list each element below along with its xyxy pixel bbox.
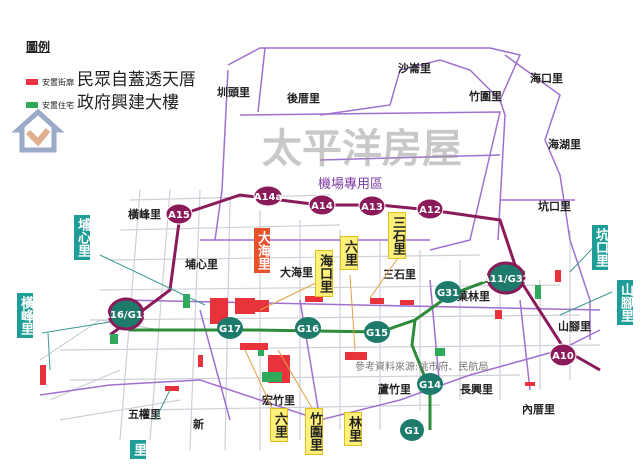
svg-text:海湖里: 海湖里 (548, 137, 581, 151)
svg-text:菓林里: 菓林里 (456, 289, 490, 303)
svg-text:宏竹里: 宏竹里 (262, 393, 295, 407)
station-g13-partial[interactable]: G1 (400, 419, 424, 441)
svg-text:內厝里: 內厝里 (522, 402, 555, 416)
svg-text:橫峰里: 橫峰里 (128, 207, 161, 221)
callout-kengkou: 坑口里 (592, 225, 608, 270)
station-a14a[interactable]: A14a (253, 185, 283, 207)
callout-sanshi: 三石里 (388, 212, 406, 259)
svg-text:A13: A13 (361, 202, 383, 213)
source-note: 參考資料來源:桃市府、民航局 (355, 360, 488, 373)
svg-text:G1: G1 (404, 426, 419, 437)
legend-tag: 安置街廓 (42, 78, 74, 87)
svg-text:三石里: 三石里 (383, 268, 416, 281)
callout-puxin: 埔心里 (74, 215, 90, 260)
station-g15[interactable]: G15 (364, 321, 390, 343)
public-housing-blocks (110, 285, 541, 382)
svg-text:A10: A10 (552, 351, 574, 362)
logo (11, 108, 65, 153)
watermark: 太平洋房屋 (262, 126, 462, 172)
red-swatch (26, 79, 38, 85)
svg-text:G31: G31 (437, 288, 459, 299)
svg-text:蘆竹里: 蘆竹里 (378, 382, 411, 396)
svg-text:大海里: 大海里 (280, 265, 313, 279)
station-a12[interactable]: A12 (416, 198, 444, 220)
station-a11-g32[interactable]: A11/G32 (482, 261, 530, 295)
legend-label: 民眾自蓋透天厝 (77, 70, 196, 90)
station-a14[interactable]: A14 (308, 194, 336, 216)
callout-haikou: 海口里 (315, 250, 333, 297)
svg-text:G14: G14 (419, 380, 441, 391)
station-g31[interactable]: G31 (435, 281, 461, 303)
legend-title: 圖例 (26, 40, 51, 54)
svg-text:後厝里: 後厝里 (287, 91, 320, 105)
legend-label: 政府興建大樓 (77, 93, 179, 113)
station-g16[interactable]: G16 (295, 317, 321, 339)
district-labels: 圳頭里 後厝里 沙崙里 竹圍里 海口里 海湖里 坑口里 橫峰里 埔心里 大海里 … (128, 61, 591, 431)
legend-tag: 安置住宅 (42, 101, 74, 110)
svg-text:A12: A12 (419, 205, 441, 216)
svg-text:A11/G32: A11/G32 (482, 274, 529, 285)
legend-item-street-block: 安置街廓民眾自蓋透天厝 (26, 65, 196, 90)
callout-bottom-left: 里 (130, 440, 146, 459)
station-a16-g18[interactable]: A16/G18 (102, 297, 150, 331)
svg-text:埔心里: 埔心里 (185, 257, 218, 271)
green-mrt-line (123, 270, 526, 430)
callout-shanjiao: 山腳里 (617, 280, 633, 325)
svg-text:沙崙里: 沙崙里 (398, 61, 431, 75)
svg-text:山腳里: 山腳里 (558, 319, 591, 333)
callout-hengfeng: 橫峰里 (17, 293, 33, 338)
station-g14[interactable]: G14 (417, 373, 443, 395)
svg-text:A15: A15 (168, 210, 190, 221)
svg-text:海口里: 海口里 (530, 71, 563, 85)
callout-liu-bottom: 六里 (270, 408, 288, 442)
svg-text:圳頭里: 圳頭里 (217, 85, 250, 99)
station-a13[interactable]: A13 (358, 195, 386, 217)
svg-text:新: 新 (193, 417, 204, 431)
svg-text:G17: G17 (219, 324, 241, 335)
svg-text:G15: G15 (366, 328, 388, 339)
callout-leaders (41, 231, 613, 421)
station-a10[interactable]: A10 (549, 343, 577, 367)
callout-zhuwei: 竹圍里 (305, 408, 323, 455)
svg-text:坑口里: 坑口里 (538, 199, 571, 213)
station-a15[interactable]: A15 (165, 203, 193, 225)
callout-dahai: 大海里 (254, 228, 270, 273)
svg-text:長興里: 長興里 (460, 382, 493, 396)
svg-text:G16: G16 (297, 324, 319, 335)
stations: A14a A14 A13 A12 A15 A16/G18 A11/G32 A10… (102, 185, 577, 441)
legend-item-housing: 安置住宅政府興建大樓 (26, 88, 179, 113)
svg-text:A14: A14 (311, 201, 333, 212)
svg-text:A16/G18: A16/G18 (102, 310, 149, 321)
callout-lin: 林里 (344, 412, 362, 446)
svg-text:五權里: 五權里 (128, 407, 161, 421)
green-swatch (26, 102, 38, 108)
svg-text:A14a: A14a (254, 192, 282, 203)
station-g17[interactable]: G17 (217, 317, 243, 339)
airport-zone-label: 機場專用區 (318, 177, 383, 192)
svg-text:竹圍里: 竹圍里 (468, 89, 502, 103)
callout-liu: 六里 (340, 236, 358, 270)
